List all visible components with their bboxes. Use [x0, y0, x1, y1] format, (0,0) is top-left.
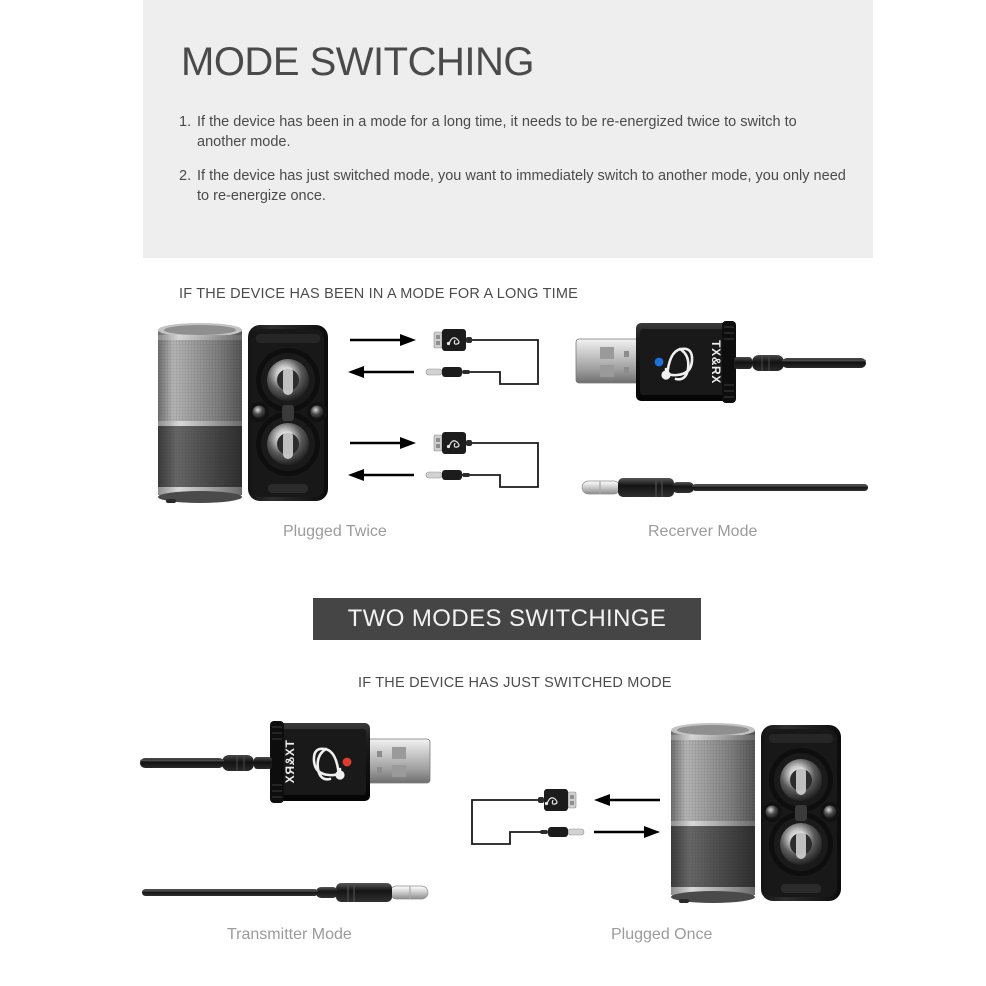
caption-plugged-twice: Plugged Twice	[283, 523, 387, 540]
list-item-text: If the device has been in a mode for a l…	[197, 114, 797, 150]
arrow-left-icon	[348, 366, 414, 378]
section-banner-text: TWO MODES SWITCHINGE	[347, 605, 667, 632]
caption-transmitter-mode: Transmitter Mode	[227, 926, 352, 943]
section-heading-long-time: IF THE DEVICE HAS BEEN IN A MODE FOR A L…	[179, 286, 579, 302]
list-item-text: If the device has just switched mode, yo…	[197, 168, 846, 204]
bluetooth-adapter-transmitter: TX&RX	[140, 713, 440, 821]
section-banner: TWO MODES SWITCHINGE	[313, 598, 701, 640]
plug-cycle-group-first	[348, 322, 548, 397]
speaker-pair-illustration	[152, 317, 332, 507]
arrow-right-icon	[594, 826, 660, 838]
plug-cycle-group-second	[348, 425, 548, 500]
arrow-right-icon	[350, 334, 416, 346]
caption-plugged-once: Plugged Once	[611, 926, 713, 943]
led-indicator	[654, 357, 664, 367]
page-title: MODE SWITCHING	[181, 40, 534, 84]
audio-jack-cable-transmitter	[142, 873, 432, 913]
header-panel: MODE SWITCHING 1. If the device has been…	[143, 0, 873, 258]
list-item: 2. If the device has just switched mode,…	[179, 166, 849, 206]
speaker-pair-illustration	[665, 717, 845, 907]
list-item-number: 1.	[179, 114, 192, 130]
arrow-left-icon	[594, 794, 660, 806]
device-label-tx-rx: TX&RX	[709, 340, 723, 384]
treble-clef-logo	[654, 347, 694, 381]
list-item-number: 2.	[179, 168, 192, 184]
plug-cycle-group-once	[462, 782, 662, 857]
arrow-left-icon	[348, 469, 414, 481]
device-label-tx-rx: TX&RX	[283, 740, 297, 784]
caption-receiver-mode: Recerver Mode	[648, 523, 758, 540]
instruction-list: 1. If the device has been in a mode for …	[179, 112, 849, 220]
audio-jack-cable-receiver	[578, 468, 868, 508]
list-item: 1. If the device has been in a mode for …	[179, 112, 849, 152]
treble-clef-logo	[312, 747, 352, 781]
led-indicator	[342, 757, 352, 767]
bluetooth-adapter-receiver: TX&RX	[566, 313, 866, 421]
section-heading-just-switched: IF THE DEVICE HAS JUST SWITCHED MODE	[358, 675, 672, 691]
arrow-right-icon	[350, 437, 416, 449]
